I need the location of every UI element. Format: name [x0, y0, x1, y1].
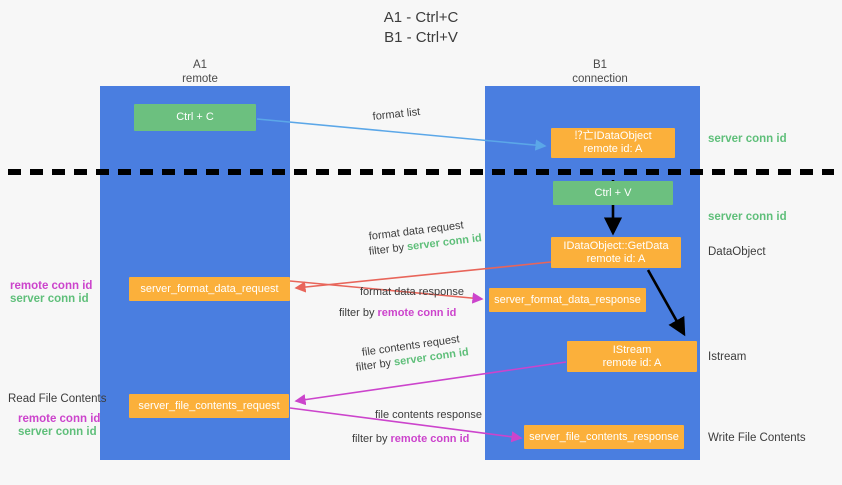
- box-getdata-line2: remote id: A: [586, 252, 646, 265]
- box-idataobject-line2: remote id: A: [583, 143, 643, 155]
- edge-label-format-data-response: format data response: [360, 286, 464, 298]
- edge-label-format-list: format list: [372, 106, 421, 123]
- box-ctrl-c-label: Ctrl + C: [176, 111, 214, 123]
- left-label-read-file-contents: Read File Contents: [8, 393, 107, 405]
- title-line-2: B1 - Ctrl+V: [384, 29, 458, 46]
- edge-label-file-contents-response-filter: filter by remote conn id: [352, 432, 469, 447]
- box-idataobject-line1: ⁉亡IDataObject: [574, 130, 652, 142]
- left-label-remote-conn-id-bottom: remote conn id: [18, 413, 101, 425]
- left-label-server-conn-id-mid: server conn id: [10, 293, 89, 305]
- filter-prefix: filter by: [368, 241, 408, 258]
- box-ctrl-v[interactable]: Ctrl + V: [553, 181, 673, 205]
- diagram-title: A1 - Ctrl+C B1 - Ctrl+V: [0, 8, 842, 48]
- box-server-format-data-response-label: server_format_data_response: [494, 293, 641, 306]
- edge-label-file-contents-response: file contents response: [375, 409, 483, 421]
- filter-prefix: filter by: [352, 433, 391, 445]
- lane-header-a1: A1 remote: [140, 58, 260, 86]
- box-istream-line2: remote id: A: [602, 356, 662, 369]
- box-istream[interactable]: IStream remote id: A: [567, 341, 697, 372]
- lane-a1-sub: remote: [182, 73, 218, 85]
- lane-b1-sub: connection: [572, 73, 628, 85]
- right-label-write-file-contents: Write File Contents: [708, 432, 806, 444]
- box-server-file-contents-request[interactable]: server_file_contents_request: [129, 394, 289, 418]
- lane-header-b1: B1 connection: [535, 58, 665, 86]
- box-ctrl-c[interactable]: Ctrl + C: [134, 104, 256, 131]
- lane-a1-name: A1: [192, 59, 208, 71]
- box-ctrl-v-label: Ctrl + V: [594, 186, 632, 199]
- box-server-file-contents-response[interactable]: server_file_contents_response: [524, 425, 684, 449]
- box-getdata-line1: IDataObject::GetData: [563, 239, 669, 252]
- box-getdata[interactable]: IDataObject::GetData remote id: A: [551, 237, 681, 268]
- left-label-remote-conn-id-mid: remote conn id: [10, 280, 93, 292]
- box-server-file-contents-response-label: server_file_contents_response: [529, 430, 679, 443]
- edge-label-format-data-response-filter: filter by remote conn id: [339, 306, 456, 321]
- box-server-format-data-request-label: server_format_data_request: [140, 282, 279, 295]
- right-label-server-conn-id-mid: server conn id: [708, 211, 787, 223]
- filter-value-remote-conn-id: remote conn id: [390, 433, 470, 445]
- box-server-format-data-request[interactable]: server_format_data_request: [129, 277, 290, 301]
- box-server-file-contents-request-label: server_file_contents_request: [138, 399, 280, 412]
- right-label-server-conn-id-top: server conn id: [708, 133, 787, 145]
- box-server-format-data-response[interactable]: server_format_data_response: [489, 288, 646, 312]
- right-label-dataobject: DataObject: [708, 246, 766, 258]
- filter-value-remote-conn-id: remote conn id: [377, 307, 457, 319]
- left-label-server-conn-id-bottom: server conn id: [18, 426, 97, 438]
- box-idataobject[interactable]: ⁉亡IDataObject remote id: A: [551, 128, 675, 158]
- box-istream-line1: IStream: [612, 343, 652, 356]
- lane-b1-name: B1: [592, 59, 608, 71]
- title-line-1: A1 - Ctrl+C: [383, 9, 459, 26]
- filter-prefix: filter by: [355, 356, 395, 374]
- right-label-istream: Istream: [708, 351, 747, 363]
- filter-prefix: filter by: [339, 307, 378, 319]
